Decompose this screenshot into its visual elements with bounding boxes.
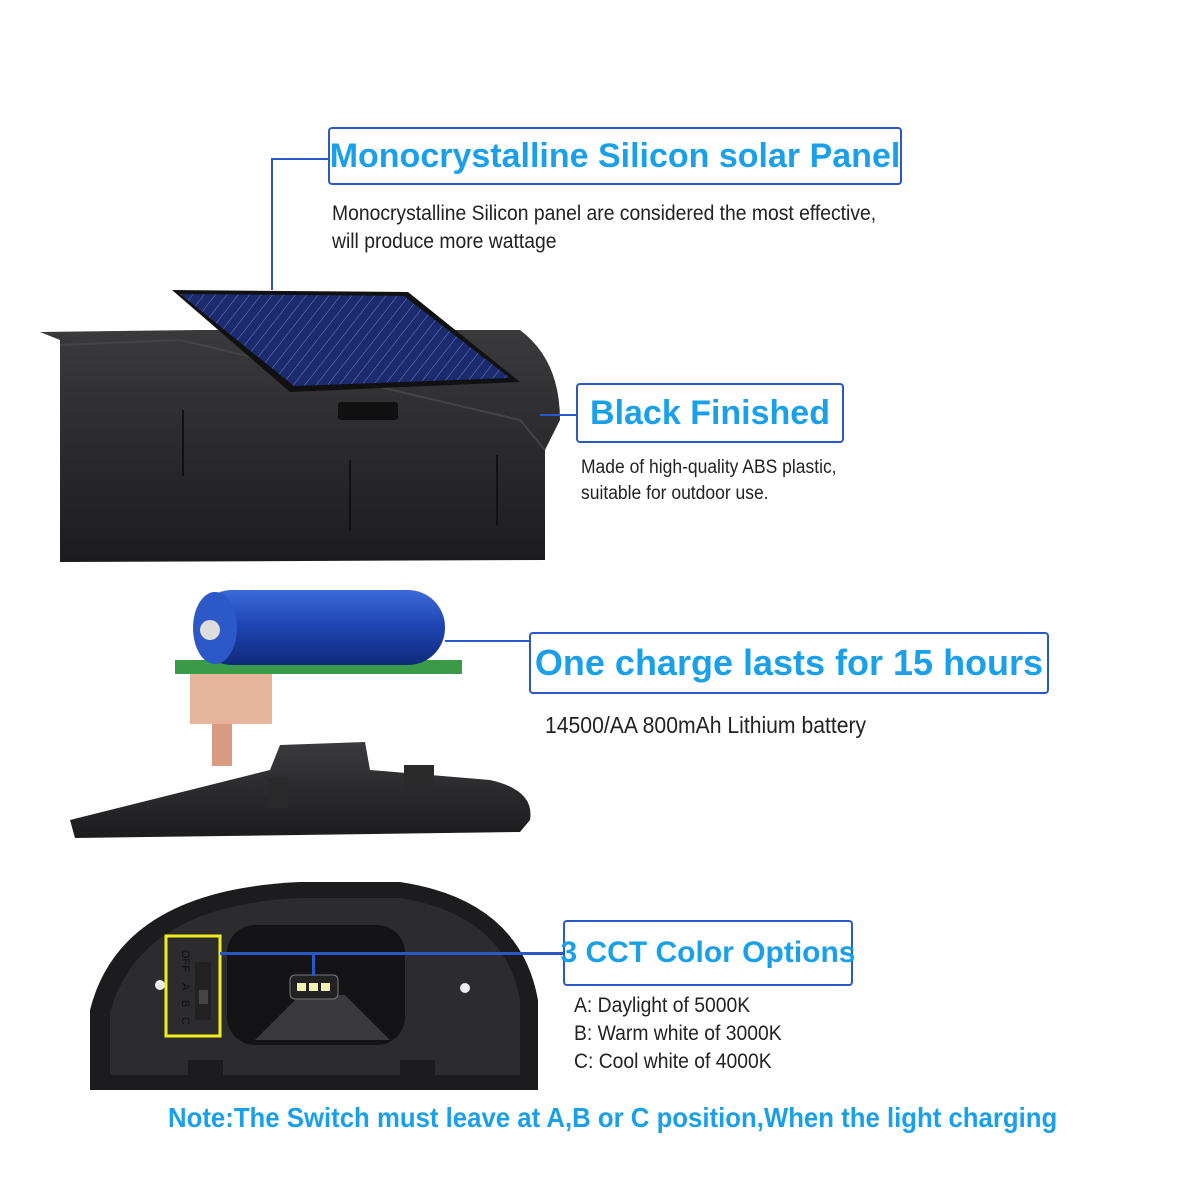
housing-bottom: OFF A B C — [90, 882, 538, 1090]
switch-label-a: A — [179, 983, 191, 991]
connector-line — [312, 952, 315, 976]
connector-line — [445, 640, 530, 642]
feature-desc-cct: A: Daylight of 5000K B: Warm white of 30… — [574, 992, 782, 1076]
desc-line: Monocrystalline Silicon panel are consid… — [332, 202, 877, 225]
solar-panel — [172, 290, 520, 392]
switch-highlight — [164, 934, 222, 1038]
desc-line: Made of high-quality ABS plastic, — [581, 457, 837, 478]
feature-desc-battery: 14500/AA 800mAh Lithium battery — [545, 711, 866, 739]
desc-line: suitable for outdoor use. — [581, 483, 769, 504]
cct-option-b: B: Warm white of 3000K — [574, 1022, 782, 1045]
feature-desc-solar-panel: Monocrystalline Silicon panel are consid… — [332, 200, 876, 256]
connector-line — [540, 414, 577, 416]
switch-note: Note:The Switch must leave at A,B or C p… — [168, 1102, 1058, 1133]
feature-title-cct: 3 CCT Color Options — [561, 920, 856, 986]
battery — [193, 590, 445, 665]
base-plate — [70, 742, 531, 838]
cct-option-a: A: Daylight of 5000K — [574, 994, 751, 1017]
feature-title-solar-panel: Monocrystalline Silicon solar Panel — [328, 127, 902, 185]
desc-line: 14500/AA 800mAh Lithium battery — [545, 712, 867, 738]
switch-label-c: C — [179, 1017, 191, 1025]
battery-board — [175, 660, 462, 766]
feature-title-battery: One charge lasts for 15 hours — [529, 632, 1049, 694]
desc-line: will produce more wattage — [332, 230, 557, 253]
connector-line — [271, 158, 273, 290]
connector-line — [271, 158, 329, 160]
switch-label-off: OFF — [179, 950, 191, 972]
feature-desc-black-finished: Made of high-quality ABS plastic, suitab… — [581, 455, 837, 507]
feature-title-black-finished: Black Finished — [576, 383, 844, 443]
switch-label-b: B — [179, 1000, 191, 1007]
cct-option-c: C: Cool white of 4000K — [574, 1050, 772, 1073]
connector-line — [220, 952, 565, 955]
